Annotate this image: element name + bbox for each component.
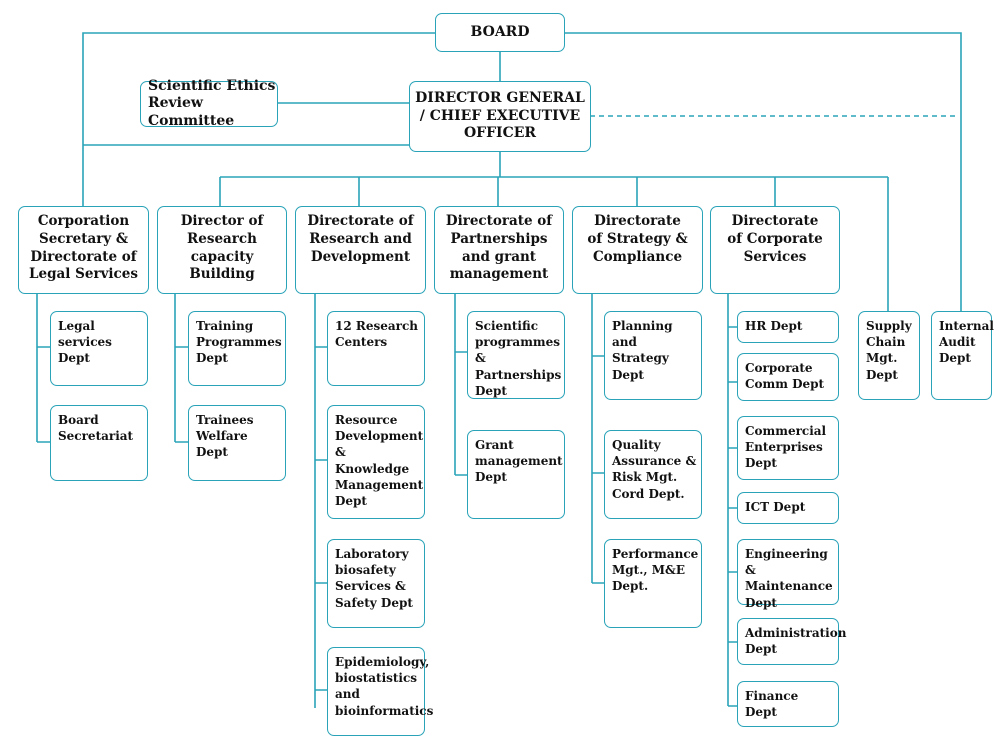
dept-planning-strategy: Planning and Strategy Dept — [604, 311, 702, 400]
dept-engineering-maintenance: Engineering & Maintenance Dept — [737, 539, 839, 610]
dept-performance-me: Performance Mgt., M&E Dept. — [604, 539, 702, 628]
dept-board-secretariat: Board Secretariat — [50, 405, 148, 481]
directorate-corporate-services: Directorate of Corporate Services — [710, 206, 840, 294]
dept-commercial-enterprises: Commercial Enterprises Dept — [737, 416, 839, 480]
dept-quality-assurance: Quality Assurance & Risk Mgt. Cord Dept. — [604, 430, 702, 519]
dept-resource-development: Resource Development & Knowledge Managem… — [327, 405, 425, 519]
col1-connectors — [36, 293, 51, 443]
dept-grant-management: Grant management Dept — [467, 430, 565, 519]
col3-connectors — [314, 293, 328, 708]
dept-training-programmes: Training Programmes Dept — [188, 311, 286, 386]
dept-trainees-welfare: Trainees Welfare Dept — [188, 405, 286, 481]
dept-finance: Finance Dept — [737, 681, 839, 727]
directorate-strategy: Directorate of Strategy & Compliance — [572, 206, 703, 294]
col2-connectors — [174, 293, 189, 443]
directorate-research-development: Directorate of Research and Development — [295, 206, 426, 294]
dept-laboratory-biosafety: Laboratory biosafety Services & Safety D… — [327, 539, 425, 628]
directorate-bus — [220, 152, 888, 178]
dept-hr: HR Dept — [737, 311, 839, 343]
ethics-committee-box: Scientific Ethics Review Committee — [140, 78, 278, 129]
col6-connectors — [727, 293, 738, 707]
dept-administration: Administration Dept — [737, 618, 846, 665]
dept-12-research-centers: 12 Research Centers — [327, 311, 425, 386]
board-left-line — [82, 32, 436, 207]
dept-scientific-programmes: Scientific programmes & Partnerships Dep… — [467, 311, 565, 399]
directorate-partnerships: Directorate of Partnerships and grant ma… — [434, 206, 564, 294]
dept-epidemiology: Epidemiology, biostatistics and bioinfor… — [327, 647, 433, 736]
board-box: BOARD — [435, 13, 565, 52]
dept-legal-services: Legal services Dept — [50, 311, 148, 386]
directorate-drops — [219, 177, 889, 312]
directorate-legal-services: Corporation Secretary & Directorate of L… — [18, 206, 149, 294]
director-general-box: DIRECTOR GENERAL / CHIEF EXECUTIVE OFFIC… — [409, 81, 591, 152]
col5-connectors — [591, 293, 605, 584]
col4-connectors — [454, 293, 468, 476]
dept-corporate-comm: Corporate Comm Dept — [737, 353, 839, 401]
dept-internal-audit: Internal Audit Dept — [931, 311, 994, 400]
dept-supply-chain: Supply Chain Mgt. Dept — [858, 311, 920, 400]
directorate-research-capacity: Director of Research capacity Building — [157, 206, 287, 294]
board-right-line — [564, 32, 962, 312]
dept-ict: ICT Dept — [737, 492, 839, 524]
